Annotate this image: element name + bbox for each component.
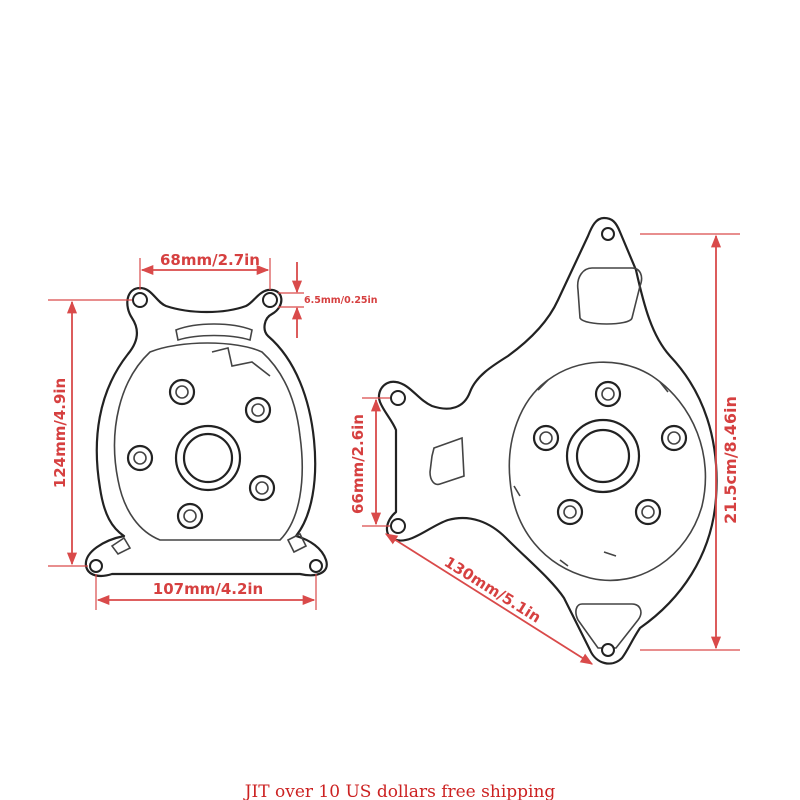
left-cover-notch <box>211 347 271 377</box>
right-hub-inner <box>575 428 631 484</box>
left-hub-inner <box>182 432 234 484</box>
label-diagonal: 130mm/5.1in <box>441 553 544 627</box>
right-cover-side-window <box>429 436 465 486</box>
label-bottom-width: 107mm/4.2in <box>153 580 263 598</box>
left-mount-hole-br <box>309 559 323 573</box>
left-cover-inner-rim <box>113 342 303 541</box>
right-engine-cover <box>377 216 718 665</box>
footer-shipping-note: JIT over 10 US dollars free shipping <box>244 782 556 800</box>
dim-line-diagonal <box>384 533 594 665</box>
left-bolts <box>126 378 276 530</box>
left-mount-hole-tr <box>262 292 278 308</box>
left-cover-outline <box>84 286 328 577</box>
label-left-height: 124mm/4.9in <box>51 378 69 488</box>
right-cover-outline <box>377 216 718 665</box>
left-dimensions: 68mm/2.7in 6.5mm/0.25in 124mm/4.9in 107m… <box>48 251 378 610</box>
right-bolts <box>532 380 688 526</box>
label-tab-height: 66mm/2.6in <box>349 414 367 514</box>
right-mount-hole-top <box>601 227 615 241</box>
left-corner-slot-r <box>286 532 308 554</box>
label-top-width: 68mm/2.7in <box>160 251 260 269</box>
right-mount-hole-tab-bottom <box>390 518 406 534</box>
right-cover-inner-rim <box>508 361 707 582</box>
left-hub-outer <box>174 424 242 492</box>
right-cover-ribs <box>513 379 669 567</box>
left-engine-cover <box>84 286 328 577</box>
left-mount-hole-bl <box>89 559 103 573</box>
right-hub-outer <box>565 418 641 494</box>
left-cover-top-slot <box>175 323 253 342</box>
right-mount-hole-tab-top <box>390 390 406 406</box>
left-corner-slot-l <box>110 536 132 556</box>
label-right-height: 21.5cm/8.46in <box>721 396 740 524</box>
label-hole-diameter: 6.5mm/0.25in <box>304 295 378 306</box>
right-mount-hole-bottom <box>601 643 615 657</box>
left-mount-hole-tl <box>132 292 148 308</box>
right-cover-top-window <box>576 267 643 325</box>
